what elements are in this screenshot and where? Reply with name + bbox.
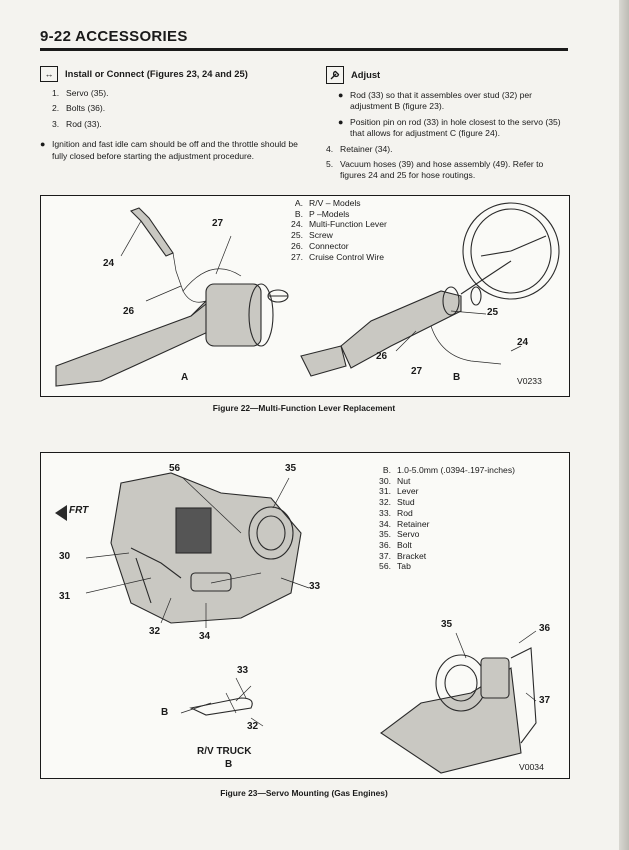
- callout-56: 56: [169, 463, 181, 474]
- list-item: ●Rod (33) so that it assembles over stud…: [338, 90, 532, 112]
- legend-item: 35.Servo: [379, 529, 420, 540]
- legend-item: 31.Lever: [379, 486, 419, 497]
- callout-35: 35: [285, 463, 297, 474]
- callout-33: 33: [309, 581, 321, 592]
- list-item: ●Ignition and fast idle cam should be of…: [40, 139, 298, 161]
- list-item: 3.Rod (33).: [52, 118, 102, 129]
- page-header: 9-22 ACCESSORIES: [40, 28, 568, 51]
- install-steps: 1.Servo (35). 2.Bolts (36). 3.Rod (33).: [40, 88, 302, 130]
- list-item: 4.Retainer (34).: [326, 143, 393, 154]
- list-item: 2.Bolts (36).: [52, 103, 106, 114]
- callout-b: B: [161, 707, 169, 718]
- legend-item: 36.Bolt: [379, 539, 412, 550]
- install-section: ↔ Install or Connect (Figures 23, 24 and…: [40, 66, 302, 166]
- callout-31: 31: [59, 591, 71, 602]
- adjust-section: Adjust ●Rod (33) so that it assembles ov…: [326, 66, 570, 186]
- callout-26: 26: [123, 306, 135, 317]
- callout-25: 25: [487, 307, 499, 318]
- page-title: 9-22 ACCESSORIES: [40, 28, 188, 45]
- figure-23-caption: Figure 23—Servo Mounting (Gas Engines): [220, 788, 388, 798]
- legend-item: 34.Retainer: [379, 518, 430, 529]
- servo-mounting-drawing: [55, 472, 537, 774]
- callout-37: 37: [539, 695, 551, 706]
- adjust-heading-row: Adjust: [326, 66, 570, 84]
- header-rule: [40, 48, 568, 51]
- install-heading-row: ↔ Install or Connect (Figures 23, 24 and…: [40, 66, 302, 82]
- callout-34: 34: [199, 631, 211, 642]
- figure-22-caption: Figure 22—Multi-Function Lever Replaceme…: [212, 403, 396, 413]
- figure-code: V0233: [517, 376, 542, 386]
- wrench-icon: [326, 66, 344, 84]
- legend-item: 30.Nut: [379, 475, 411, 486]
- arrows-icon: ↔: [40, 66, 58, 82]
- panel-label-b: B: [453, 372, 461, 383]
- legend-item: 24.Multi-Function Lever: [291, 219, 387, 230]
- callout-24b: 24: [517, 337, 529, 348]
- legend-item: B.1.0-5.0mm (.0394-.197-inches): [382, 465, 515, 475]
- callout-27b: 27: [411, 366, 423, 377]
- figure-22: A.R/V – Models B.P –Models 24.Multi-Func…: [40, 195, 570, 397]
- callout-26b: 26: [376, 351, 388, 362]
- steering-column-drawing: [55, 202, 560, 387]
- list-item: ●Position pin on rod (33) in hole closes…: [338, 116, 561, 139]
- callout-24: 24: [103, 258, 115, 269]
- figure-23: B.1.0-5.0mm (.0394-.197-inches) 30.Nut 3…: [40, 452, 570, 779]
- callout-30: 30: [59, 551, 71, 562]
- legend-item: B.P –Models: [294, 208, 350, 219]
- adjust-steps: 4.Retainer (34). 5.Vacuum hoses (39) and…: [326, 144, 570, 182]
- callout-32b: 32: [247, 721, 259, 732]
- callout-35-detail: 35: [441, 619, 453, 630]
- legend-item: 33.Rod: [379, 507, 413, 518]
- adjust-bullets: ●Rod (33) so that it assembles over stud…: [326, 90, 570, 140]
- legend-item: 25.Screw: [291, 230, 333, 241]
- install-heading: Install or Connect (Figures 23, 24 and 2…: [65, 68, 248, 80]
- legend-item: 56.Tab: [379, 561, 411, 572]
- truck-label: R/V TRUCK: [197, 746, 252, 757]
- legend-item: 37.Bracket: [379, 550, 427, 561]
- callout-27: 27: [212, 218, 224, 229]
- figure-23-legend: B.1.0-5.0mm (.0394-.197-inches) 30.Nut 3…: [369, 465, 515, 572]
- adjust-heading: Adjust: [351, 69, 381, 81]
- truck-sub-label: B: [225, 759, 233, 770]
- list-item: 1.Servo (35).: [52, 88, 109, 98]
- callout-36: 36: [539, 623, 551, 634]
- list-item: 5.Vacuum hoses (39) and hose assembly (4…: [326, 159, 544, 181]
- panel-label-a: A: [181, 372, 189, 383]
- callout-32: 32: [149, 626, 161, 637]
- install-notes: ●Ignition and fast idle cam should be of…: [40, 139, 302, 162]
- legend-item: 32.Stud: [379, 497, 415, 508]
- figure-code: V0034: [519, 762, 544, 772]
- legend-item: 27.Cruise Control Wire: [291, 251, 384, 262]
- legend-item: A.R/V – Models: [294, 198, 361, 208]
- front-direction-label: FRT: [69, 505, 89, 516]
- legend-item: 26.Connector: [291, 240, 349, 251]
- callout-33b: 33: [237, 665, 249, 676]
- page-edge: [619, 0, 629, 850]
- figure-22-legend: A.R/V – Models B.P –Models 24.Multi-Func…: [281, 198, 387, 262]
